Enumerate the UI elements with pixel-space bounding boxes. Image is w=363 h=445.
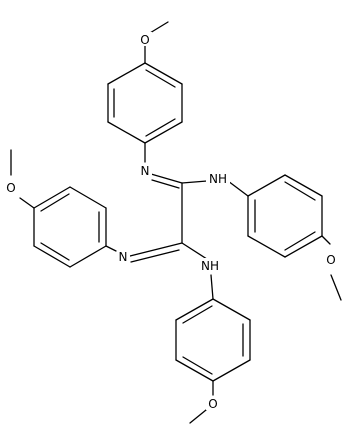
bond bbox=[69, 245, 107, 268]
ring-right bbox=[247, 174, 323, 258]
atom-n-imine-left: N bbox=[117, 249, 130, 264]
atom-o-right: O bbox=[324, 252, 338, 267]
bond-nh-top-to-ring bbox=[227, 180, 249, 197]
atom-o-left: O bbox=[4, 180, 18, 195]
ring-top bbox=[107, 62, 183, 144]
atom-label: NH bbox=[201, 259, 219, 273]
bond bbox=[107, 121, 146, 144]
bond-c1-to-nh-top bbox=[181, 180, 208, 184]
methoxy-left bbox=[10, 149, 35, 209]
bond bbox=[175, 359, 214, 382]
bond bbox=[284, 174, 323, 197]
bond-ring-left-to-imine bbox=[105, 245, 117, 252]
bond-imine-top-to-c1 bbox=[150, 173, 183, 184]
bond-inner bbox=[40, 242, 70, 261]
bond-inner bbox=[145, 118, 176, 137]
bond-inner bbox=[182, 305, 213, 324]
atom-label: NH bbox=[209, 172, 227, 186]
atom-o-bottom: O bbox=[206, 396, 220, 411]
bond-imine-left-double bbox=[130, 249, 180, 263]
atom-label: O bbox=[208, 397, 217, 411]
bond-inner bbox=[284, 231, 316, 251]
bond-nh-bottom-to-ring bbox=[210, 274, 214, 300]
atom-n-imine-top: N bbox=[139, 163, 152, 178]
bond bbox=[33, 245, 71, 268]
atom-label: N bbox=[119, 250, 128, 264]
bond bbox=[212, 298, 251, 321]
ring-bottom bbox=[175, 298, 251, 382]
bond bbox=[144, 121, 183, 144]
bond bbox=[247, 174, 286, 197]
bond-inner bbox=[182, 356, 213, 375]
atom-o-top: O bbox=[138, 32, 152, 47]
bond-inner bbox=[284, 181, 316, 201]
bond bbox=[284, 235, 323, 258]
bond bbox=[144, 62, 183, 85]
methoxy-bottom bbox=[189, 380, 214, 424]
atom-label: N bbox=[141, 164, 150, 178]
bond bbox=[19, 197, 35, 209]
bond bbox=[33, 186, 71, 209]
atom-label: O bbox=[6, 181, 15, 195]
atom-label: O bbox=[140, 33, 149, 47]
bond-inner bbox=[145, 69, 176, 88]
bond bbox=[69, 186, 107, 209]
bond bbox=[189, 409, 207, 424]
bond bbox=[212, 359, 251, 382]
bond bbox=[330, 274, 342, 301]
bond bbox=[107, 62, 146, 85]
bond bbox=[247, 235, 286, 258]
bond bbox=[321, 235, 331, 245]
bond bbox=[175, 298, 214, 321]
atom-label: O bbox=[326, 253, 335, 267]
bond-inner bbox=[40, 193, 70, 212]
atom-nh-bottom: NH bbox=[198, 258, 222, 273]
atom-nh-top: NH bbox=[206, 171, 230, 186]
bond-imine-left-to-c2 bbox=[129, 242, 183, 257]
ring-left bbox=[33, 186, 107, 268]
bond-imine-top-double bbox=[151, 179, 180, 189]
methoxy-right bbox=[321, 235, 342, 301]
